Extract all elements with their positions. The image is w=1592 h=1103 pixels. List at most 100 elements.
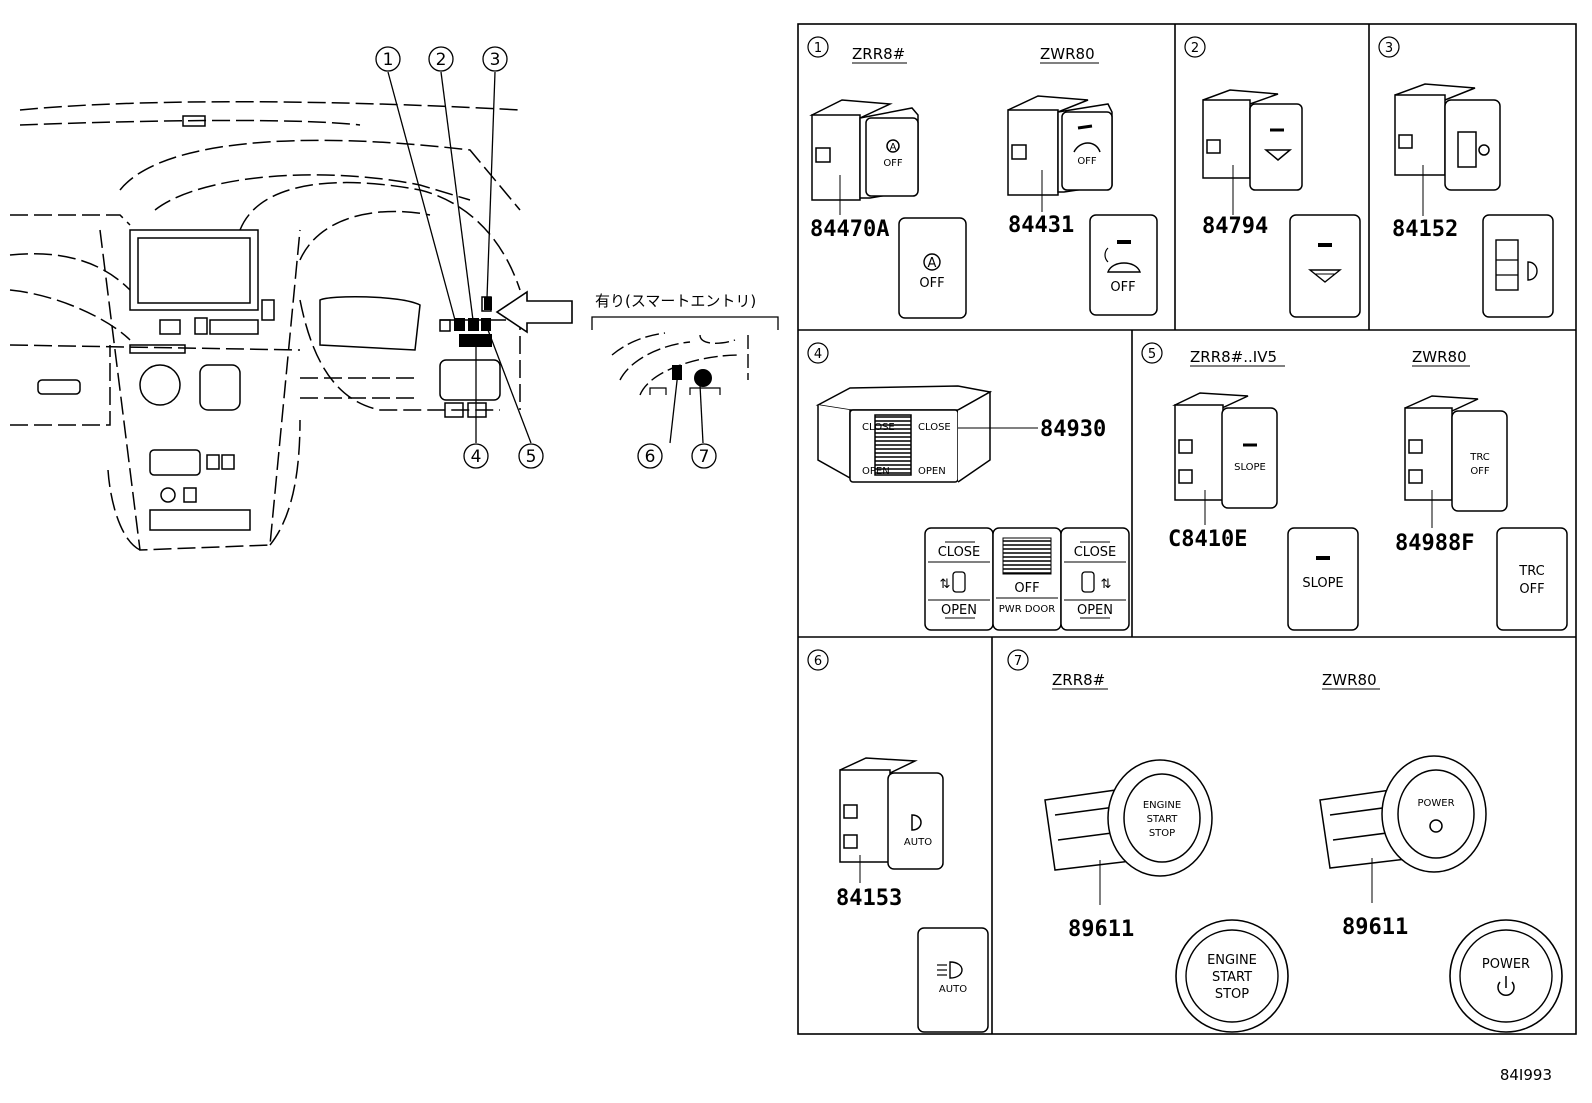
svg-text:AUTO: AUTO [904, 837, 932, 848]
svg-text:POWER: POWER [1417, 798, 1454, 809]
svg-text:3: 3 [490, 50, 501, 70]
svg-text:OFF: OFF [1110, 280, 1135, 295]
callout-4: 4 [463, 443, 489, 469]
svg-text:OFF: OFF [883, 158, 903, 169]
svg-text:2: 2 [1191, 41, 1199, 56]
svg-text:ZWR80: ZWR80 [1322, 671, 1377, 689]
button-face-engine-start-stop: ENGINE START STOP [1175, 919, 1289, 1033]
button-face-power: POWER [1449, 919, 1563, 1033]
panel-1: 1 ZRR8# ZWR80 A OFF 84470A A OFF [807, 36, 1158, 319]
panel-5: 5 ZRR8#..IV5 ZWR80 SLOPE C8410E SLOPE [1141, 342, 1568, 631]
callout-7: 7 [691, 443, 717, 469]
svg-text:SLOPE: SLOPE [1234, 462, 1266, 473]
switch-face-wiper-deicer [1289, 214, 1361, 318]
svg-text:6: 6 [645, 447, 656, 467]
svg-text:7: 7 [1014, 654, 1022, 669]
svg-text:5: 5 [526, 447, 537, 467]
svg-text:89611: 89611 [1068, 917, 1134, 942]
svg-text:84930: 84930 [1040, 417, 1106, 442]
switch-face-parking-sensor-off: OFF [1089, 214, 1158, 316]
power-icon [1497, 981, 1515, 997]
svg-text:ZRR8#: ZRR8# [1052, 671, 1105, 689]
svg-text:CLOSE: CLOSE [918, 422, 951, 433]
svg-text:OPEN: OPEN [941, 603, 977, 618]
callout-1: 1 [375, 46, 401, 72]
svg-text:CLOSE: CLOSE [862, 422, 895, 433]
svg-text:ENGINE: ENGINE [1143, 800, 1181, 811]
svg-text:有り(スマートエントリ): 有り(スマートエントリ) [595, 292, 756, 310]
svg-text:ZRR8#: ZRR8# [852, 45, 905, 63]
svg-text:4: 4 [814, 347, 822, 362]
switch-face-slope: SLOPE [1287, 527, 1359, 631]
switch-location-blocks [439, 296, 492, 347]
svg-text:4: 4 [471, 447, 482, 467]
svg-text:OPEN: OPEN [918, 466, 946, 477]
panel-4: 4 CLOSE OPEN CLOSE OPEN 84930 CLOSE ⇅ OP… [807, 342, 1130, 631]
switch-84431-iso: OFF [1007, 95, 1113, 196]
svg-text:OFF: OFF [1077, 156, 1097, 167]
callout-3: 3 [482, 46, 508, 72]
svg-text:OPEN: OPEN [862, 466, 890, 477]
svg-text:ZWR80: ZWR80 [1412, 348, 1467, 366]
dashboard-solid-parts [37, 115, 501, 531]
svg-text:CLOSE: CLOSE [938, 545, 981, 560]
svg-text:89611: 89611 [1342, 915, 1408, 940]
switch-84153-iso: AUTO [839, 757, 944, 870]
svg-text:STOP: STOP [1149, 828, 1175, 839]
switch-84470a-iso: A OFF [809, 99, 919, 201]
svg-text:STOP: STOP [1215, 987, 1249, 1002]
svg-text:3: 3 [1385, 41, 1393, 56]
svg-text:1: 1 [383, 50, 394, 70]
switch-face-a-off: A OFF [898, 217, 967, 319]
svg-text:84988F: 84988F [1395, 531, 1474, 556]
svg-text:2: 2 [436, 50, 447, 70]
svg-text:OFF: OFF [1014, 581, 1039, 596]
svg-text:1: 1 [814, 41, 822, 56]
switch-84930-iso: CLOSE OPEN CLOSE OPEN [815, 385, 993, 483]
panel-7: 7 ZRR8# ZWR80 ENGINE START STOP 89611 EN… [1007, 649, 1563, 1033]
svg-text:START: START [1147, 814, 1179, 825]
svg-text:OFF: OFF [919, 276, 944, 291]
switch-84988f-iso: TRC OFF [1404, 395, 1508, 512]
svg-text:OPEN: OPEN [1077, 603, 1113, 618]
switch-89611-engine-iso: ENGINE START STOP [1044, 759, 1213, 877]
callout-5: 5 [518, 443, 544, 469]
callout-2: 2 [428, 46, 454, 72]
svg-text:CLOSE: CLOSE [1074, 545, 1117, 560]
svg-text:POWER: POWER [1482, 957, 1530, 972]
svg-text:5: 5 [1148, 347, 1156, 362]
svg-text:TRC: TRC [1469, 452, 1490, 463]
svg-text:TRC: TRC [1518, 564, 1544, 579]
switch-face-trc-off: TRC OFF [1496, 527, 1568, 631]
svg-text:⇅: ⇅ [1101, 577, 1112, 592]
svg-text:A: A [890, 142, 897, 153]
dashboard-overview [9, 100, 521, 551]
svg-text:84153: 84153 [836, 886, 902, 911]
svg-text:ZRR8#..IV5: ZRR8#..IV5 [1190, 348, 1277, 366]
svg-text:START: START [1212, 970, 1252, 985]
svg-text:84152: 84152 [1392, 217, 1458, 242]
svg-text:SLOPE: SLOPE [1302, 576, 1343, 591]
svg-text:ZWR80: ZWR80 [1040, 45, 1095, 63]
svg-text:⇅: ⇅ [940, 577, 951, 592]
svg-text:PWR DOOR: PWR DOOR [999, 604, 1055, 615]
svg-text:84470A: 84470A [810, 217, 889, 242]
panel-2: 2 84794 [1184, 36, 1361, 318]
smart-entry-inset: 有り(スマートエントリ) [591, 292, 779, 396]
switch-c8410e-iso: SLOPE [1172, 392, 1278, 509]
switch-89611-power-iso: POWER [1319, 755, 1487, 873]
switch-84794-iso [1202, 89, 1303, 191]
svg-text:ENGINE: ENGINE [1207, 953, 1257, 968]
svg-text:7: 7 [699, 447, 710, 467]
svg-text:C8410E: C8410E [1168, 527, 1247, 552]
leader-lines [387, 71, 704, 444]
svg-text:84431: 84431 [1008, 213, 1074, 238]
switch-face-headlight-leveling [1482, 214, 1554, 318]
switch-face-auto-headlight: AUTO [917, 927, 989, 1033]
panel-3: 3 84152 [1378, 36, 1554, 318]
diagram-code: 84I993 [1500, 1066, 1552, 1084]
svg-text:OFF: OFF [1470, 466, 1490, 477]
svg-text:AUTO: AUTO [939, 984, 967, 995]
svg-text:OFF: OFF [1519, 582, 1544, 597]
